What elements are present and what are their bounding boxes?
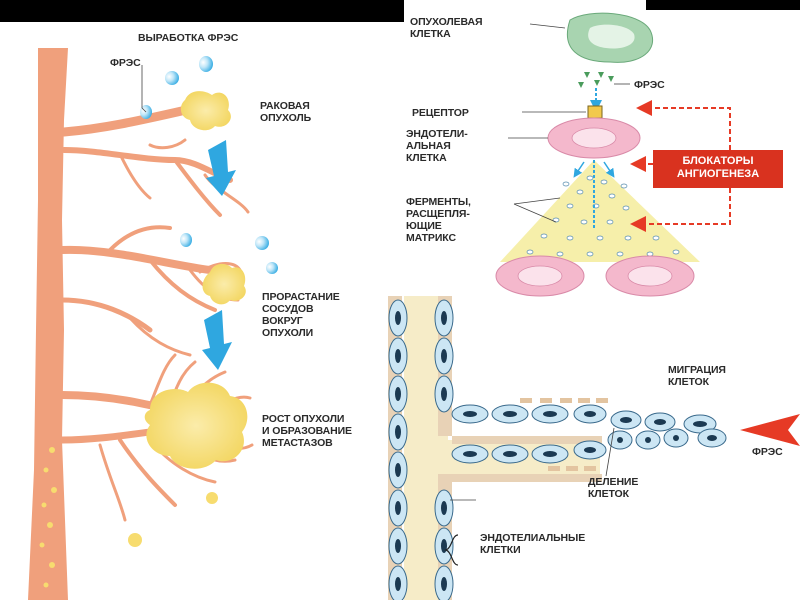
top-right-panel: [495, 12, 731, 297]
vegf-droplets-middle: [180, 233, 278, 274]
label-endothelial-cell: ЭНДОТЕЛИ-АЛЬНАЯ КЛЕТКА: [406, 128, 468, 164]
vegf-triangles: [578, 72, 614, 88]
cancer-tumor-small: [180, 91, 231, 131]
label-vegf-production: ВЫРАБОТКА ФРЭС: [138, 32, 239, 44]
metastases: [128, 492, 218, 547]
label-vegf-top: ФРЭС: [634, 79, 665, 91]
extracellular-matrix: [500, 160, 700, 262]
sprout-wall-dashes: [520, 398, 608, 471]
top-right-black-bar: [646, 0, 800, 10]
blue-arrow-2: [202, 310, 232, 370]
label-vegf-right: ФРЭС: [752, 446, 783, 458]
receptor-box: [587, 105, 603, 119]
large-tumor: [144, 382, 248, 469]
blue-arrow-1: [206, 140, 236, 196]
label-receptor: РЕЦЕПТОР: [412, 107, 469, 119]
top-black-bar: [0, 0, 404, 22]
left-panel: [28, 48, 278, 600]
left-wall-nuclei: [395, 311, 401, 591]
enzyme-particles: [526, 175, 680, 257]
blocker-arrow-receptor: [636, 100, 731, 150]
tumor-with-vessels: [202, 263, 246, 305]
vegf-red-arrow: [740, 414, 800, 446]
vessel-blood-cells: [39, 447, 57, 588]
label-vegf-left: ФРЭС: [110, 57, 141, 69]
main-blood-vessel: [28, 48, 68, 600]
blocker-arrow-matrix: [630, 188, 731, 232]
bottom-right-panel: [388, 296, 800, 600]
